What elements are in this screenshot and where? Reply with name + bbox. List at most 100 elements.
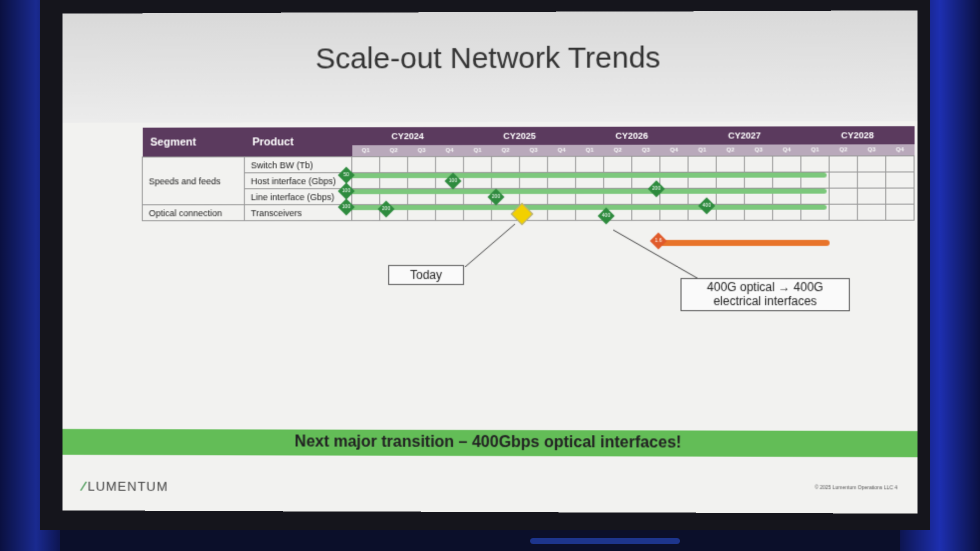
timeline-cell: [604, 188, 632, 204]
timeline-cell: [632, 156, 660, 172]
timeline-cell: [408, 205, 436, 221]
year-header: CY2026: [576, 127, 688, 145]
timeline-cell: [886, 188, 914, 204]
quarter-header: Q4: [773, 144, 801, 156]
quarter-header: Q4: [886, 144, 914, 156]
stage-lights: [530, 538, 680, 544]
timeline-cell: [408, 173, 436, 189]
slide-title: Scale-out Network Trends: [63, 41, 918, 78]
timeline-cell: [604, 172, 632, 188]
timeline-cell: [604, 156, 632, 172]
product-header: Product: [244, 127, 351, 157]
quarter-header: Q2: [829, 144, 857, 156]
segment-header: Segment: [142, 127, 244, 157]
timeline-cell: [576, 156, 604, 172]
timeline-cell: [632, 204, 660, 220]
timeline-cell: [829, 156, 857, 172]
timeline-cell: [380, 157, 408, 173]
timeline-cell: [491, 156, 519, 172]
timeline-cell: [829, 188, 857, 204]
timeline-cell: [829, 204, 857, 220]
timeline-cell: [660, 204, 688, 220]
quarter-header: Q3: [857, 144, 885, 156]
transition-banner: Next major transition – 400Gbps optical …: [63, 429, 918, 457]
transceiver-bar: [658, 240, 829, 246]
quarter-header: Q1: [801, 144, 829, 156]
timeline-cell: [491, 204, 519, 220]
logo-mark-icon: ∕: [82, 479, 85, 494]
quarter-header: Q3: [408, 145, 436, 157]
timeline-cell: [491, 188, 519, 204]
segment-cell: Optical connection: [142, 205, 244, 221]
timeline-cell: [352, 189, 380, 205]
timeline-cell: [520, 172, 548, 188]
timeline-cell: [408, 189, 436, 205]
timeline-cell: [436, 157, 464, 173]
timeline-cell: [801, 204, 829, 220]
timeline-cell: [857, 188, 885, 204]
timeline-cell: [886, 156, 914, 172]
year-header: CY2025: [464, 127, 576, 145]
timeline-cell: [857, 156, 885, 172]
timeline-cell: [716, 188, 744, 204]
today-leader-line: [465, 224, 515, 267]
slide: Scale-out Network Trends Segment Product…: [63, 10, 918, 513]
year-header-row: Segment Product CY2024 CY2025 CY2026 CY2…: [142, 126, 914, 145]
year-header: CY2027: [688, 126, 801, 144]
timeline-cell: [520, 188, 548, 204]
timeline-cell: [408, 157, 436, 173]
timeline-cell: [688, 204, 716, 220]
timeline-cell: [352, 157, 380, 173]
segment-cell: Speeds and feeds: [142, 157, 244, 205]
optical-callout: 400G optical → 400G electrical interface…: [681, 278, 850, 311]
timeline-cell: [548, 156, 576, 172]
timeline-cell: [801, 188, 829, 204]
timeline-cell: [548, 172, 576, 188]
roadmap-body: Speeds and feeds Switch BW (Tb) Host int…: [142, 156, 914, 221]
quarter-header: Q1: [352, 145, 380, 157]
timeline-cell: [632, 188, 660, 204]
timeline-cell: [576, 172, 604, 188]
timeline-cell: [773, 156, 801, 172]
timeline-cell: [660, 156, 688, 172]
product-cell: Line interface (Gbps): [244, 189, 351, 205]
quarter-header: Q3: [520, 145, 548, 157]
quarter-header: Q1: [464, 145, 492, 157]
timeline-cell: [829, 172, 857, 188]
timeline-cell: [436, 173, 464, 189]
year-header: CY2028: [801, 126, 914, 144]
timeline-cell: [688, 172, 716, 188]
timeline-cell: [857, 172, 885, 188]
timeline-cell: [801, 172, 829, 188]
timeline-cell: [464, 204, 492, 220]
timeline-cell: [464, 172, 492, 188]
timeline-cell: [548, 204, 576, 220]
timeline-cell: [773, 172, 801, 188]
lumentum-logo: ∕LUMENTUM: [82, 479, 168, 494]
quarter-header: Q4: [436, 145, 464, 157]
product-cell: Transceivers: [244, 205, 351, 221]
milestone-marker: 1.6: [650, 232, 667, 249]
timeline-cell: [886, 204, 914, 220]
timeline-cell: [436, 189, 464, 205]
timeline-cell: [688, 156, 716, 172]
timeline-cell: [744, 204, 772, 220]
product-cell: Host interface (Gbps): [244, 173, 351, 189]
timeline-cell: [773, 188, 801, 204]
timeline-cell: [604, 204, 632, 220]
timeline-cell: [660, 188, 688, 204]
timeline-cell: [716, 156, 744, 172]
timeline-cell: [801, 156, 829, 172]
quarter-header: Q2: [716, 145, 744, 157]
timeline-cell: [380, 173, 408, 189]
quarter-header: Q4: [660, 145, 688, 157]
product-cell: Switch BW (Tb): [244, 157, 351, 173]
year-header: CY2024: [352, 127, 464, 145]
timeline-cell: [744, 172, 772, 188]
timeline-cell: [548, 188, 576, 204]
timeline-cell: [857, 204, 885, 220]
table-row: Optical connection Transceivers: [142, 204, 914, 221]
timeline-cell: [773, 204, 801, 220]
timeline-cell: [660, 172, 688, 188]
